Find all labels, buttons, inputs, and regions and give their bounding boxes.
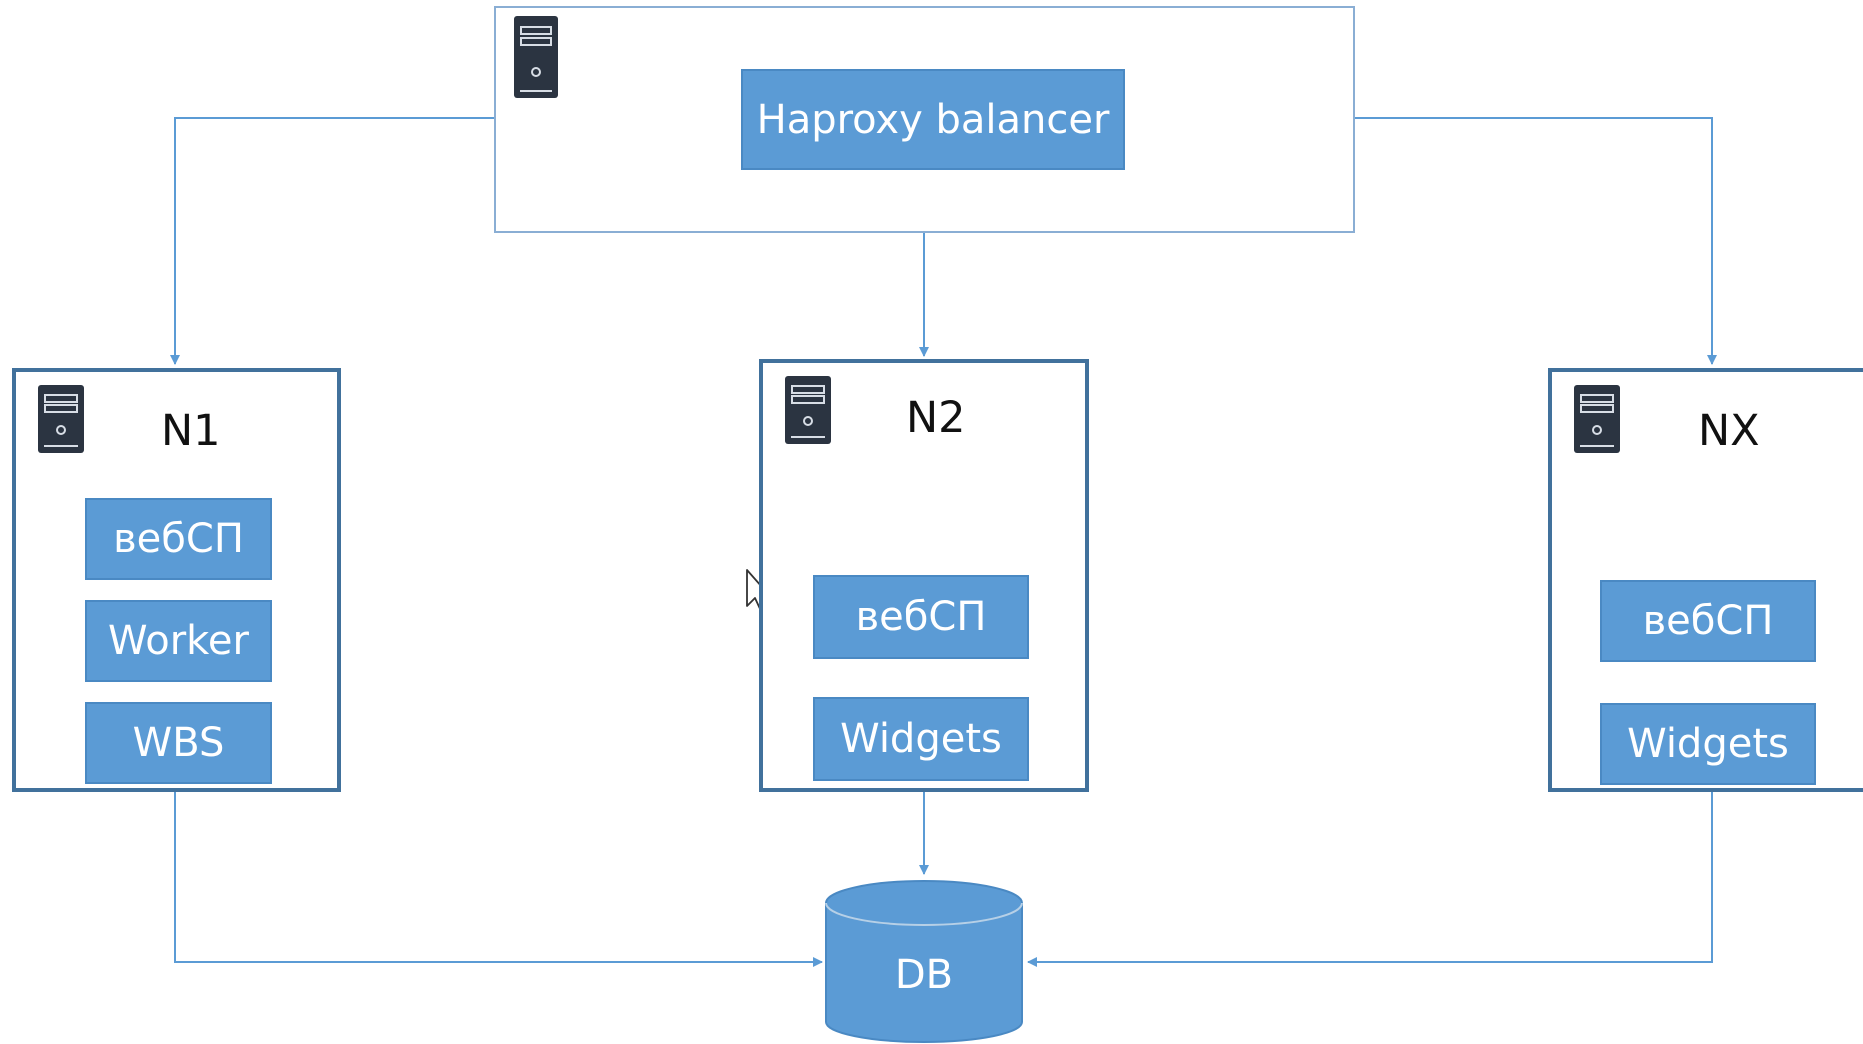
service-label: вебСП [855, 594, 987, 640]
server-icon [38, 385, 84, 453]
service-box-websp: вебСП [813, 575, 1029, 659]
service-box-websp: вебСП [85, 498, 272, 580]
service-box-widgets: Widgets [1600, 703, 1816, 785]
server-icon [514, 16, 558, 98]
service-label: вебСП [113, 516, 244, 562]
service-label: Widgets [1627, 721, 1789, 767]
connector-nx-db [1027, 792, 1713, 967]
haproxy-balancer-label: Haproxy balancer [756, 96, 1110, 143]
server-node-nx: NX вебСП Widgets [1548, 368, 1863, 792]
service-label: Worker [108, 618, 249, 664]
database-label: DB [894, 952, 954, 998]
connector-n1-db [174, 792, 823, 967]
service-label: WBS [132, 720, 225, 766]
node-title: NX [1698, 406, 1760, 456]
service-box-wbs: WBS [85, 702, 272, 784]
service-box-websp: вебСП [1600, 580, 1816, 662]
service-label: вебСП [1642, 598, 1774, 644]
connector-balancer-n1 [170, 117, 494, 365]
balancer-frame: Haproxy balancer [494, 6, 1355, 233]
database-cylinder [825, 880, 1023, 1043]
node-title: N2 [906, 393, 966, 443]
haproxy-balancer-box: Haproxy balancer [741, 69, 1125, 170]
service-label: Widgets [840, 716, 1002, 762]
server-icon [1574, 385, 1620, 453]
server-node-n1: N1 вебСП Worker WBS [12, 368, 341, 792]
server-icon [785, 376, 831, 444]
service-box-widgets: Widgets [813, 697, 1029, 781]
service-box-worker: Worker [85, 600, 272, 682]
node-title: N1 [161, 406, 221, 456]
server-node-n2: N2 вебСП Widgets [759, 359, 1089, 792]
connector-balancer-nx [1354, 117, 1717, 365]
